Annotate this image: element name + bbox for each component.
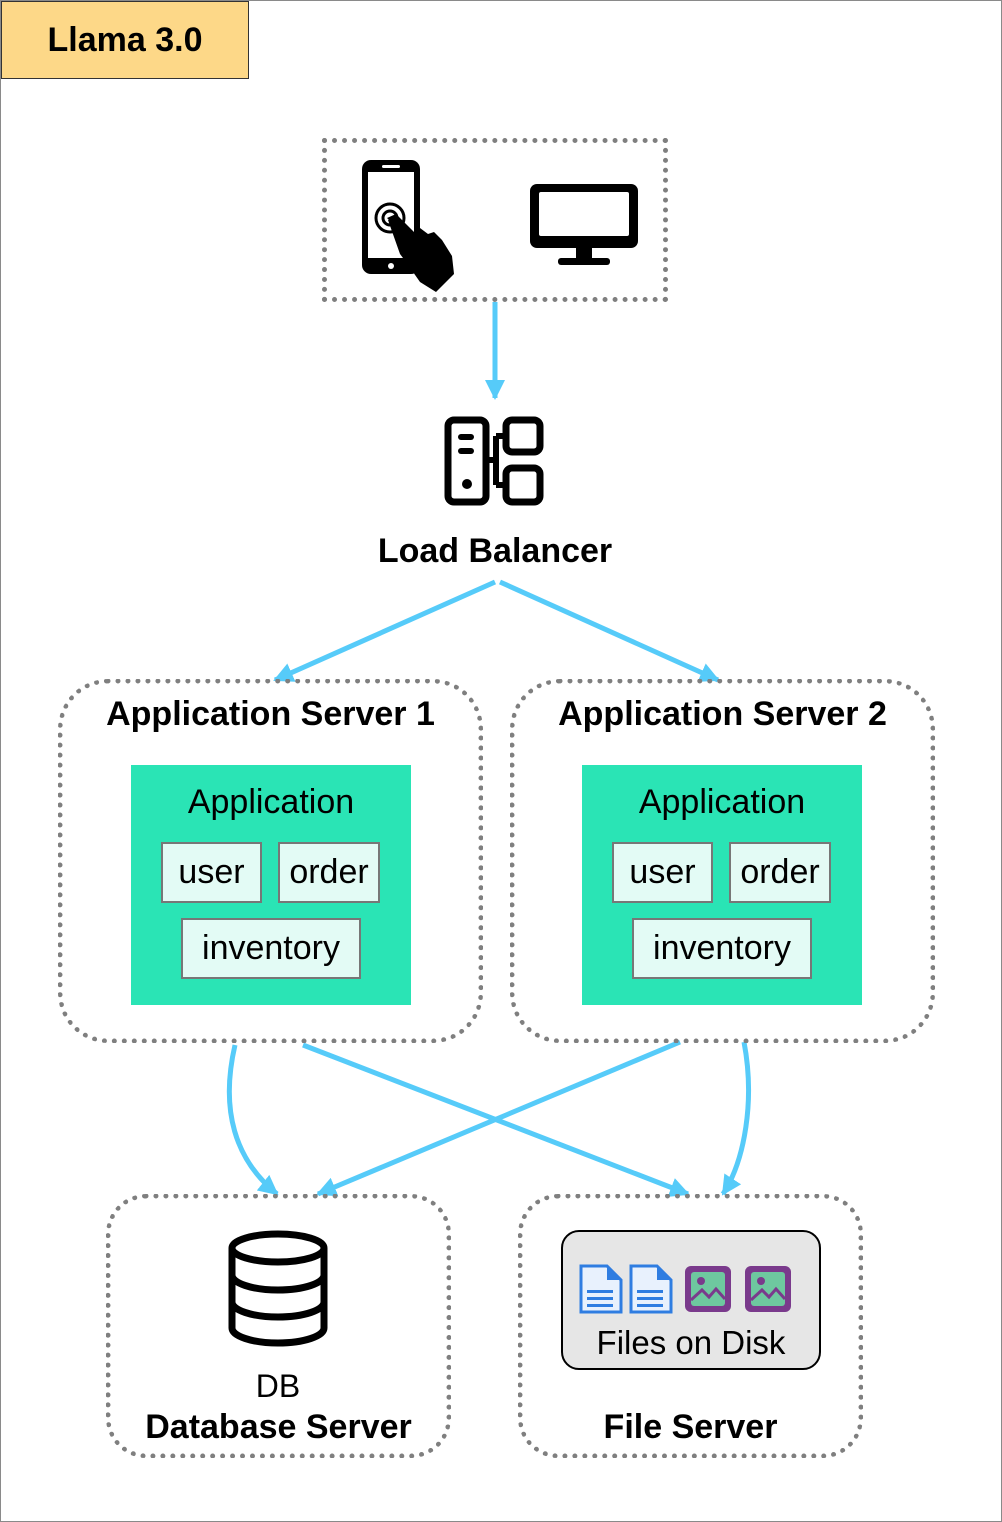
module-order: order bbox=[729, 842, 831, 903]
module-inventory: inventory bbox=[632, 918, 812, 979]
module-order: order bbox=[278, 842, 380, 903]
arrow-app2-to-file bbox=[720, 1041, 751, 1196]
title-tag: Llama 3.0 bbox=[1, 1, 249, 79]
clients-group bbox=[322, 138, 668, 302]
file-server bbox=[518, 1194, 863, 1458]
arrow-app2-to-db bbox=[316, 1039, 681, 1197]
arrow-lb-to-app1 bbox=[273, 579, 497, 683]
database-server-title: Database Server bbox=[145, 1408, 412, 1446]
application-label: Application bbox=[187, 783, 355, 821]
smartphone-touch-icon bbox=[362, 160, 454, 292]
module-user: user bbox=[612, 842, 713, 903]
database-server bbox=[106, 1194, 451, 1458]
app-server-1-title: Application Server 1 bbox=[106, 695, 435, 733]
load-balancer-icon bbox=[444, 416, 544, 506]
db-label: DB bbox=[255, 1368, 301, 1404]
database-icon bbox=[228, 1230, 328, 1347]
application-module-1: Application user order inventory bbox=[131, 765, 411, 1005]
app-server-2 bbox=[510, 679, 935, 1043]
arrow-app1-to-db bbox=[226, 1044, 279, 1196]
files-on-disk-panel: Files on Disk bbox=[561, 1230, 821, 1370]
app-server-1 bbox=[58, 679, 483, 1043]
application-label: Application bbox=[638, 783, 806, 821]
desktop-monitor-icon bbox=[530, 184, 638, 265]
image-file-icon bbox=[685, 1266, 731, 1312]
file-server-title: File Server bbox=[603, 1408, 778, 1446]
application-module-2: Application user order inventory bbox=[582, 765, 862, 1005]
files-on-disk-label: Files on Disk bbox=[596, 1324, 786, 1361]
document-icon bbox=[579, 1264, 623, 1314]
module-user: user bbox=[161, 842, 262, 903]
document-icon bbox=[629, 1264, 673, 1314]
load-balancer-label: Load Balancer bbox=[377, 532, 613, 570]
image-file-icon bbox=[745, 1266, 791, 1312]
module-inventory: inventory bbox=[181, 918, 361, 979]
app-server-2-title: Application Server 2 bbox=[558, 695, 887, 733]
arrow-lb-to-app2 bbox=[498, 579, 720, 683]
